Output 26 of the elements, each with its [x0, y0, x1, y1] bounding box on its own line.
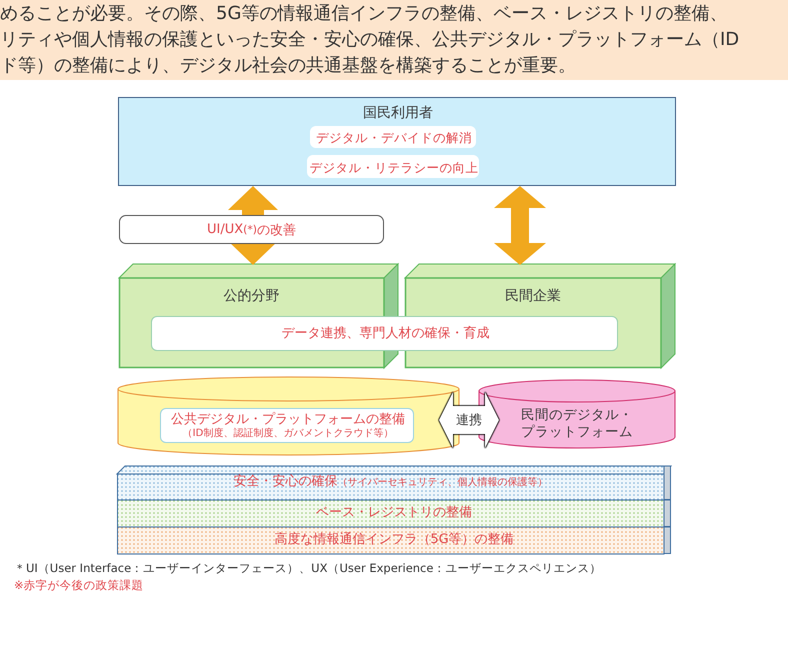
- double-arrow: [228, 186, 278, 265]
- layer-text: 高度な情報通信インフラ（5G等）の整備: [274, 532, 514, 549]
- paragraph-line: リティや個人情報の保護といった安全・安心の確保、公共デジタル・プラットフォーム（ID: [0, 28, 740, 52]
- paragraph-line: ド等）の整備により、デジタル社会の共通基盤を構築することが重要。: [0, 54, 576, 78]
- block-title: 民間企業: [505, 288, 561, 306]
- paragraph-line: めることが必要。その際、5G等の情報通信インフラの整備、ベース・レジストリの整備、: [0, 2, 728, 26]
- layer-text: 安全・安心の確保: [234, 474, 338, 490]
- user-panel: [118, 97, 676, 186]
- policy-item-box: [151, 316, 618, 351]
- layer-text: ベース・レジストリの整備: [316, 505, 472, 522]
- double-arrow: [439, 392, 499, 448]
- layer-note: （サイバーセキュリティ、個人情報の保護等）: [338, 477, 548, 490]
- panel-title: 国民利用者: [363, 105, 433, 123]
- policy-item-box: [310, 126, 476, 148]
- footnote: ※赤字が今後の政策課題: [14, 578, 144, 593]
- policy-text: 公共デジタル・プラットフォームの整備: [171, 412, 405, 428]
- policy-item-box: [160, 408, 414, 443]
- cylinder-label: 民間のデジタル・プラットフォーム: [520, 407, 634, 441]
- footnote: ＊UI（User Interface：ユーザーインターフェース）、UX（User Experience：ユーザーエクスペリエンス）: [14, 561, 602, 576]
- policy-note: （ID制度、認証制度、ガバメントクラウド等）: [182, 428, 394, 441]
- policy-item-box: [307, 155, 479, 178]
- policy-text: データ連携、専門人材の確保・育成: [282, 326, 490, 343]
- block-title: 公的分野: [224, 288, 280, 306]
- double-arrow: [494, 186, 546, 265]
- policy-text: デジタル・リテラシーの向上: [310, 160, 478, 176]
- policy-text: デジタル・デバイドの解消: [316, 130, 472, 146]
